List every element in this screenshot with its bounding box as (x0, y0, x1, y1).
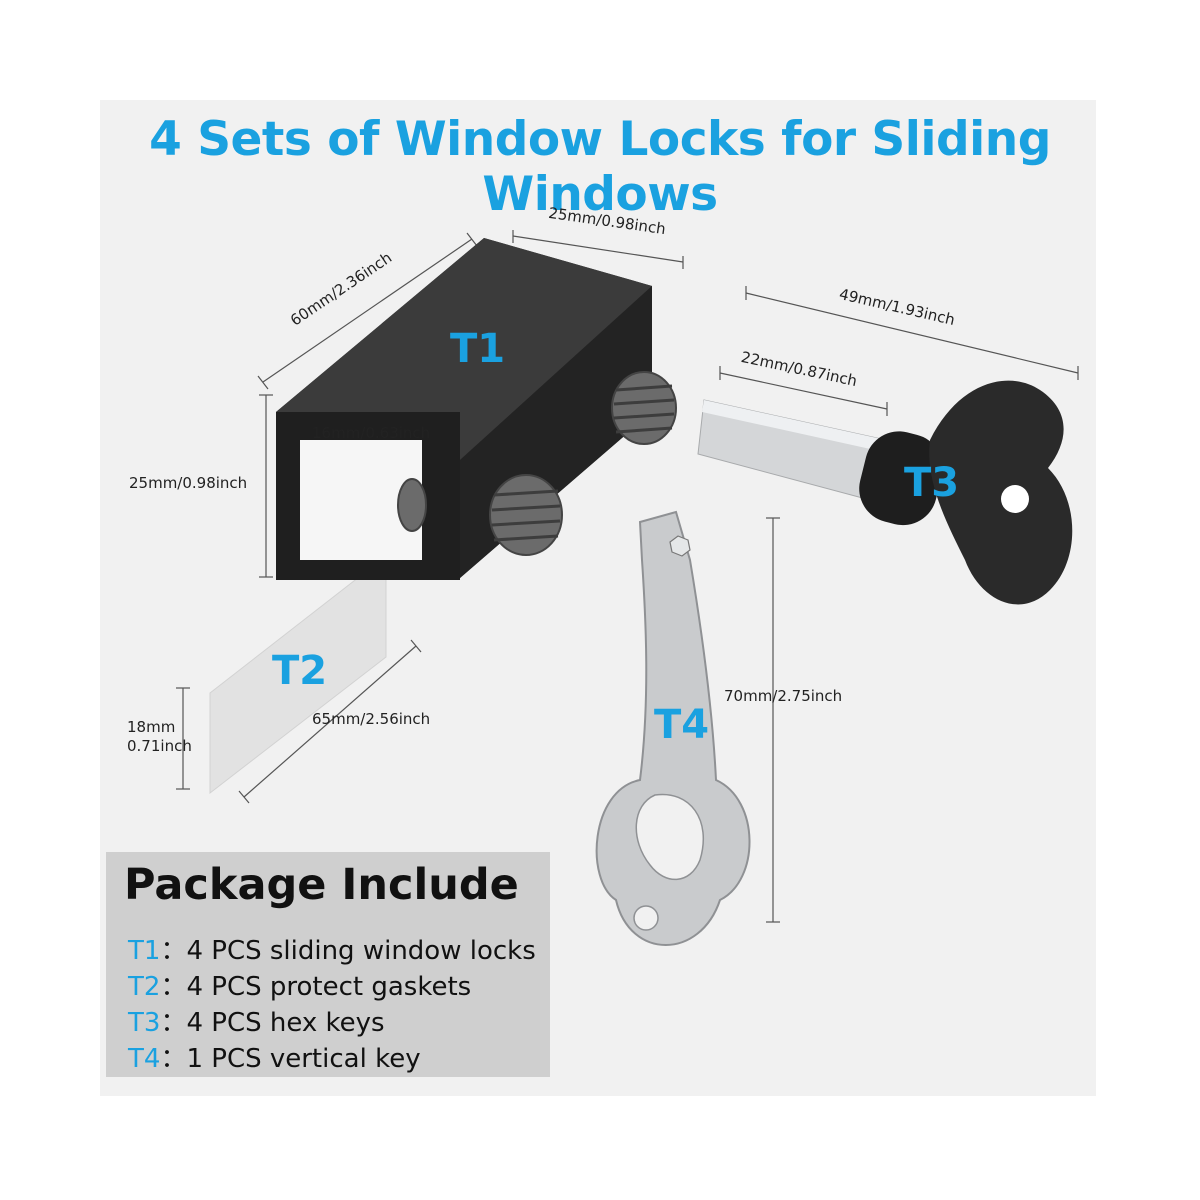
package-item-code: T3 (128, 1008, 161, 1038)
package-item-code: T1 (128, 936, 161, 966)
dim-gasket-height-inch: 0.71inch (127, 737, 192, 755)
window-lock-t1 (276, 238, 677, 580)
page-title: 4 Sets of Window Locks for Sliding Windo… (149, 112, 1051, 222)
package-item-separator: ： (160, 936, 187, 966)
label-t2: T2 (272, 648, 328, 694)
dim-gasket-length: 65mm/2.56inch (312, 710, 431, 728)
label-t3: T3 (904, 460, 960, 506)
dim-lock-height: 25mm/0.98inch (129, 474, 248, 492)
package-item-text: 4 PCS hex keys (186, 1008, 385, 1038)
package-item-code: T4 (128, 1044, 161, 1074)
hex-key-t3 (697, 380, 1073, 605)
package-item-separator: ： (160, 1008, 187, 1038)
dim-gasket-height-mm: 18mm (127, 718, 176, 736)
vertical-key-t4 (595, 510, 751, 946)
label-t1: T1 (450, 326, 506, 372)
package-item-separator: ： (160, 1044, 187, 1074)
dim-lock-gap: 16mm/0.63inch (312, 424, 431, 442)
gasket-t2 (209, 554, 387, 795)
dim-vertical-key: 70mm/2.75inch (724, 687, 843, 705)
package-item-text: 1 PCS vertical key (186, 1044, 421, 1074)
package-item-separator: ： (160, 972, 187, 1002)
package-item: T4：1 PCS vertical key (128, 1038, 421, 1075)
package-title: Package Include (124, 860, 519, 910)
package-item: T3：4 PCS hex keys (128, 1002, 385, 1039)
package-item: T1：4 PCS sliding window locks (128, 930, 536, 967)
package-item: T2：4 PCS protect gaskets (128, 966, 471, 1003)
package-include-box: Package Include T1：4 PCS sliding window … (106, 852, 550, 1077)
package-item-text: 4 PCS sliding window locks (186, 936, 536, 966)
label-t4: T4 (654, 702, 710, 748)
package-item-code: T2 (128, 972, 161, 1002)
package-item-text: 4 PCS protect gaskets (186, 972, 472, 1002)
